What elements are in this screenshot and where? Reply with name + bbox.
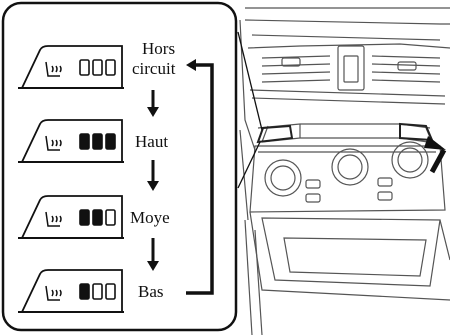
state-label-off-line1: Hors	[142, 39, 176, 58]
callout-line-top	[237, 31, 263, 131]
center-console-illustration	[239, 7, 450, 335]
indicator-bar	[92, 283, 103, 300]
press-arrow-icon	[424, 136, 447, 174]
return-loop-arrow	[186, 63, 214, 295]
state-label-off-line2: circuit	[132, 59, 176, 78]
indicator-bar	[92, 59, 103, 76]
indicator-bar	[79, 209, 90, 226]
seat-heater-switch-icon-low	[18, 269, 124, 313]
down-arrow-icon	[147, 90, 159, 271]
callout-line-bottom	[237, 141, 261, 189]
indicator-bar	[79, 133, 90, 150]
state-label-medium: Moye	[130, 208, 170, 227]
indicator-bar	[105, 283, 116, 300]
seat-heater-switch-icon-off	[18, 45, 124, 89]
indicator-bar	[105, 59, 116, 76]
indicator-bar	[92, 133, 103, 150]
indicator-bar	[105, 133, 116, 150]
state-label-low: Bas	[138, 282, 164, 301]
seat-heater-switch-icon-high	[18, 119, 124, 163]
indicator-bar	[105, 209, 116, 226]
state-label-high: Haut	[135, 132, 169, 151]
indicator-bar	[79, 59, 90, 76]
indicator-bar	[92, 209, 103, 226]
seat-heater-switch-icon-medium	[18, 195, 124, 239]
indicator-bar	[79, 283, 90, 300]
